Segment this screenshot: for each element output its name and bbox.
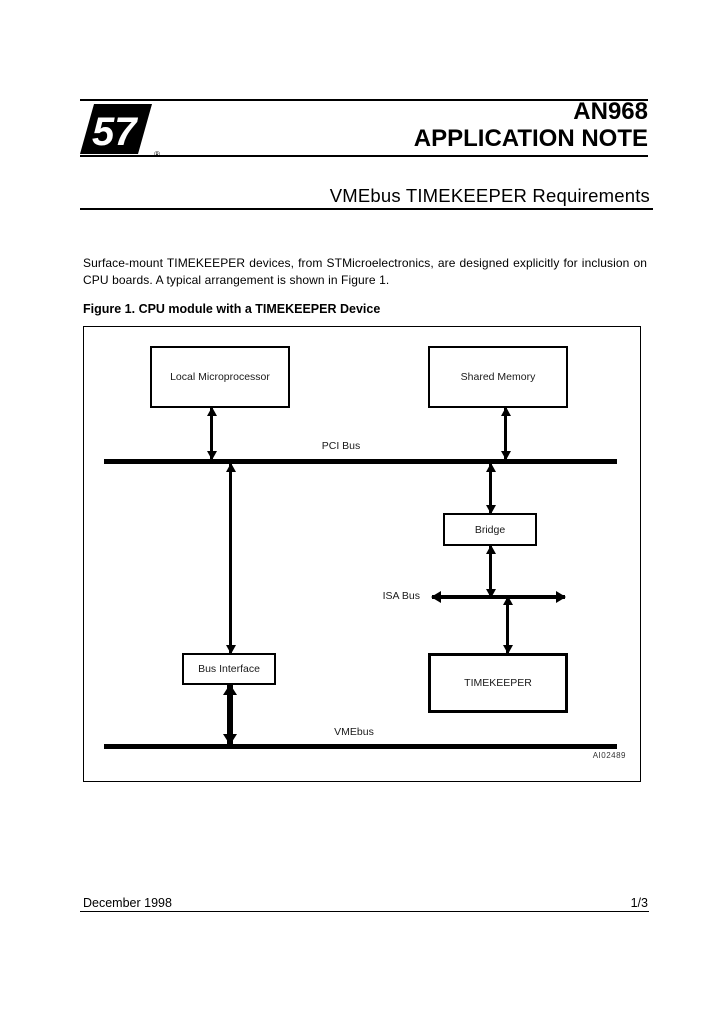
vme-bus-label: VMEbus (334, 726, 374, 738)
registered-trademark-symbol: ® (154, 150, 160, 159)
node-shared-memory-label: Shared Memory (460, 371, 536, 383)
node-timekeeper: TIMEKEEPER (428, 653, 568, 713)
node-timekeeper-label: TIMEKEEPER (464, 677, 532, 689)
isa-bus-label: ISA Bus (382, 590, 420, 602)
arrow-bridge-to-isabus (489, 546, 492, 597)
body-paragraph: Surface-mount TIMEKEEPER devices, from S… (83, 256, 647, 287)
figure-frame: Local Microprocessor Shared Memory Bridg… (83, 326, 641, 782)
st-logo: 57 ® (80, 104, 160, 159)
st-logo-glyph: 57 (92, 110, 138, 154)
node-bus-interface: Bus Interface (182, 653, 276, 685)
footer-date: December 1998 (83, 896, 172, 910)
st-logo-icon: 57 (80, 104, 152, 154)
header-top-rule (80, 99, 648, 101)
node-bridge: Bridge (443, 513, 537, 546)
pci-bus-label: PCI Bus (321, 440, 361, 452)
vme-bus-line (104, 744, 617, 749)
page-title: VMEbus TIMEKEEPER Requirements (329, 185, 650, 206)
figure-caption: Figure 1. CPU module with a TIMEKEEPER D… (83, 302, 381, 316)
arrow-isabus-to-timekeeper (506, 597, 509, 653)
doc-type: APPLICATION NOTE (413, 125, 648, 152)
arrow-pcibus-to-businterface (229, 464, 232, 653)
node-shared-memory: Shared Memory (428, 346, 568, 408)
node-local-microprocessor: Local Microprocessor (150, 346, 290, 408)
arrow-pcibus-to-bridge (489, 464, 492, 513)
document-header: AN968 APPLICATION NOTE (414, 98, 648, 152)
footer-rule (80, 911, 649, 912)
footer-page-number: 1/3 (630, 896, 648, 910)
isa-bus-arrow-line (432, 595, 565, 599)
pci-bus-line (104, 459, 617, 464)
title-rule (80, 208, 653, 210)
arrow-businterface-to-vmebus (227, 685, 233, 744)
arrow-localmicro-to-pcibus (210, 408, 213, 459)
node-bus-interface-label: Bus Interface (198, 663, 260, 675)
header-bottom-rule (80, 155, 648, 157)
doc-number: AN968 (573, 98, 648, 125)
node-bridge-label: Bridge (474, 523, 506, 536)
node-local-microprocessor-label: Local Microprocessor (170, 371, 270, 383)
arrow-sharedmemory-to-pcibus (504, 408, 507, 459)
figure-code: AI02489 (592, 751, 626, 760)
